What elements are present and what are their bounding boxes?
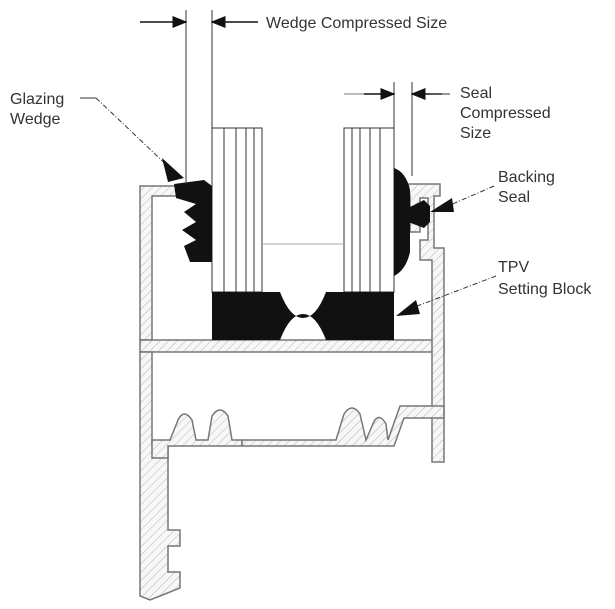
glazing-wedge bbox=[174, 180, 212, 262]
outer-glass-lite bbox=[211, 127, 263, 293]
insulated-glass-unit bbox=[211, 127, 395, 293]
glazing-wedge-label-line2: Wedge bbox=[10, 111, 61, 128]
tpv-label-line1: TPV bbox=[498, 259, 529, 276]
backing-seal-leader bbox=[430, 185, 495, 212]
frame-pocket-floor bbox=[139, 339, 445, 353]
frame-left-wall bbox=[139, 185, 187, 341]
frame-right-wall bbox=[407, 183, 445, 463]
tpv-label-line2: Setting Block bbox=[498, 281, 592, 298]
tpv-setting-block bbox=[212, 292, 394, 340]
inner-glass-lite bbox=[343, 127, 395, 293]
seal-dimension bbox=[344, 82, 450, 176]
frame-lower-leg bbox=[139, 351, 181, 601]
frame-chamber-bottom-right bbox=[241, 405, 445, 447]
glazing-wedge-leader bbox=[80, 97, 184, 182]
frame-chamber-bottom bbox=[151, 409, 243, 459]
wedge-dimension bbox=[140, 10, 258, 184]
tpv-leader bbox=[396, 275, 497, 316]
backing-seal bbox=[394, 168, 410, 276]
seal-compressed-label-line2: Compressed bbox=[460, 105, 551, 122]
wedge-compressed-size-label: Wedge Compressed Size bbox=[266, 15, 447, 32]
backing-seal-label-line2: Seal bbox=[498, 189, 530, 206]
seal-compressed-label-line3: Size bbox=[460, 125, 491, 142]
aluminum-frame bbox=[139, 183, 445, 601]
backing-seal-stem bbox=[408, 200, 430, 228]
seal-compressed-label-line1: Seal bbox=[460, 85, 492, 102]
backing-seal-label-line1: Backing bbox=[498, 169, 555, 186]
glazing-wedge-label-line1: Glazing bbox=[10, 91, 64, 108]
